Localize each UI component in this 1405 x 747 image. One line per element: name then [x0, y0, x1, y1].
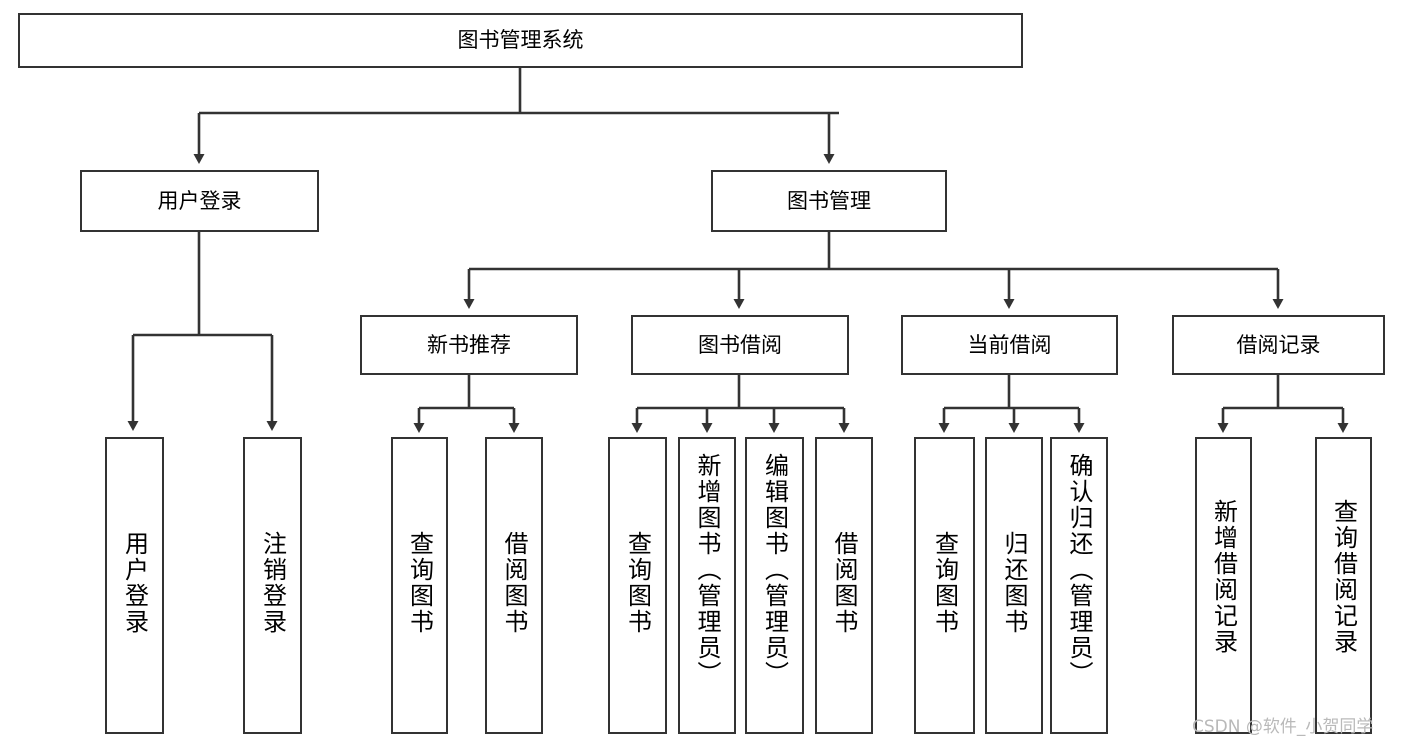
node-label: 借阅记录 [1236, 332, 1321, 357]
node-borrow-record[interactable]: 借阅记录 [1172, 315, 1385, 375]
node-user-login[interactable]: 用户登录 [80, 170, 319, 232]
node-label: 用户登录 [157, 188, 242, 213]
node-leaf-confirm-return[interactable]: 确认归还（管理员） [1050, 437, 1108, 734]
node-label: 查询图书 [930, 531, 959, 635]
node-label: 当前借阅 [967, 332, 1052, 357]
node-leaf-add-record[interactable]: 新增借阅记录 [1195, 437, 1252, 734]
node-label: 新增图书（管理员） [693, 453, 721, 687]
node-label: 归还图书 [1000, 531, 1028, 635]
node-book-management-system[interactable]: 图书管理系统 [18, 13, 1023, 68]
csdn-watermark: CSDN @软件_小贺同学 [1192, 717, 1374, 737]
node-label: 图书借阅 [698, 332, 782, 357]
node-leaf-borrow-book-1[interactable]: 借阅图书 [485, 437, 543, 734]
node-label: 查询借阅记录 [1329, 499, 1358, 655]
node-new-book-recommend[interactable]: 新书推荐 [360, 315, 578, 375]
node-leaf-query-book-1[interactable]: 查询图书 [391, 437, 448, 734]
node-book-management[interactable]: 图书管理 [711, 170, 947, 232]
node-leaf-return-book[interactable]: 归还图书 [985, 437, 1043, 734]
node-label: 编辑图书（管理员） [760, 453, 789, 687]
node-label: 查询图书 [405, 531, 434, 635]
node-label: 确认归还（管理员） [1065, 453, 1093, 687]
node-label: 借阅图书 [500, 531, 528, 635]
node-leaf-query-book-2[interactable]: 查询图书 [608, 437, 667, 734]
node-label: 图书管理 [787, 188, 871, 213]
node-leaf-user-login[interactable]: 用户登录 [105, 437, 164, 734]
node-label: 借阅图书 [830, 531, 858, 635]
node-label: 新书推荐 [427, 332, 511, 357]
node-label: 新增借阅记录 [1209, 499, 1238, 655]
node-leaf-add-book[interactable]: 新增图书（管理员） [678, 437, 736, 734]
node-leaf-query-record[interactable]: 查询借阅记录 [1315, 437, 1372, 734]
node-book-borrow[interactable]: 图书借阅 [631, 315, 849, 375]
node-label: 图书管理系统 [457, 28, 584, 53]
node-label: 用户登录 [120, 531, 149, 635]
node-leaf-query-book-3[interactable]: 查询图书 [914, 437, 975, 734]
node-current-borrow[interactable]: 当前借阅 [901, 315, 1118, 375]
node-leaf-edit-book[interactable]: 编辑图书（管理员） [745, 437, 804, 734]
node-label: 查询图书 [623, 531, 652, 635]
node-leaf-user-logout[interactable]: 注销登录 [243, 437, 302, 734]
node-leaf-borrow-book-2[interactable]: 借阅图书 [815, 437, 873, 734]
node-label: 注销登录 [258, 531, 287, 635]
